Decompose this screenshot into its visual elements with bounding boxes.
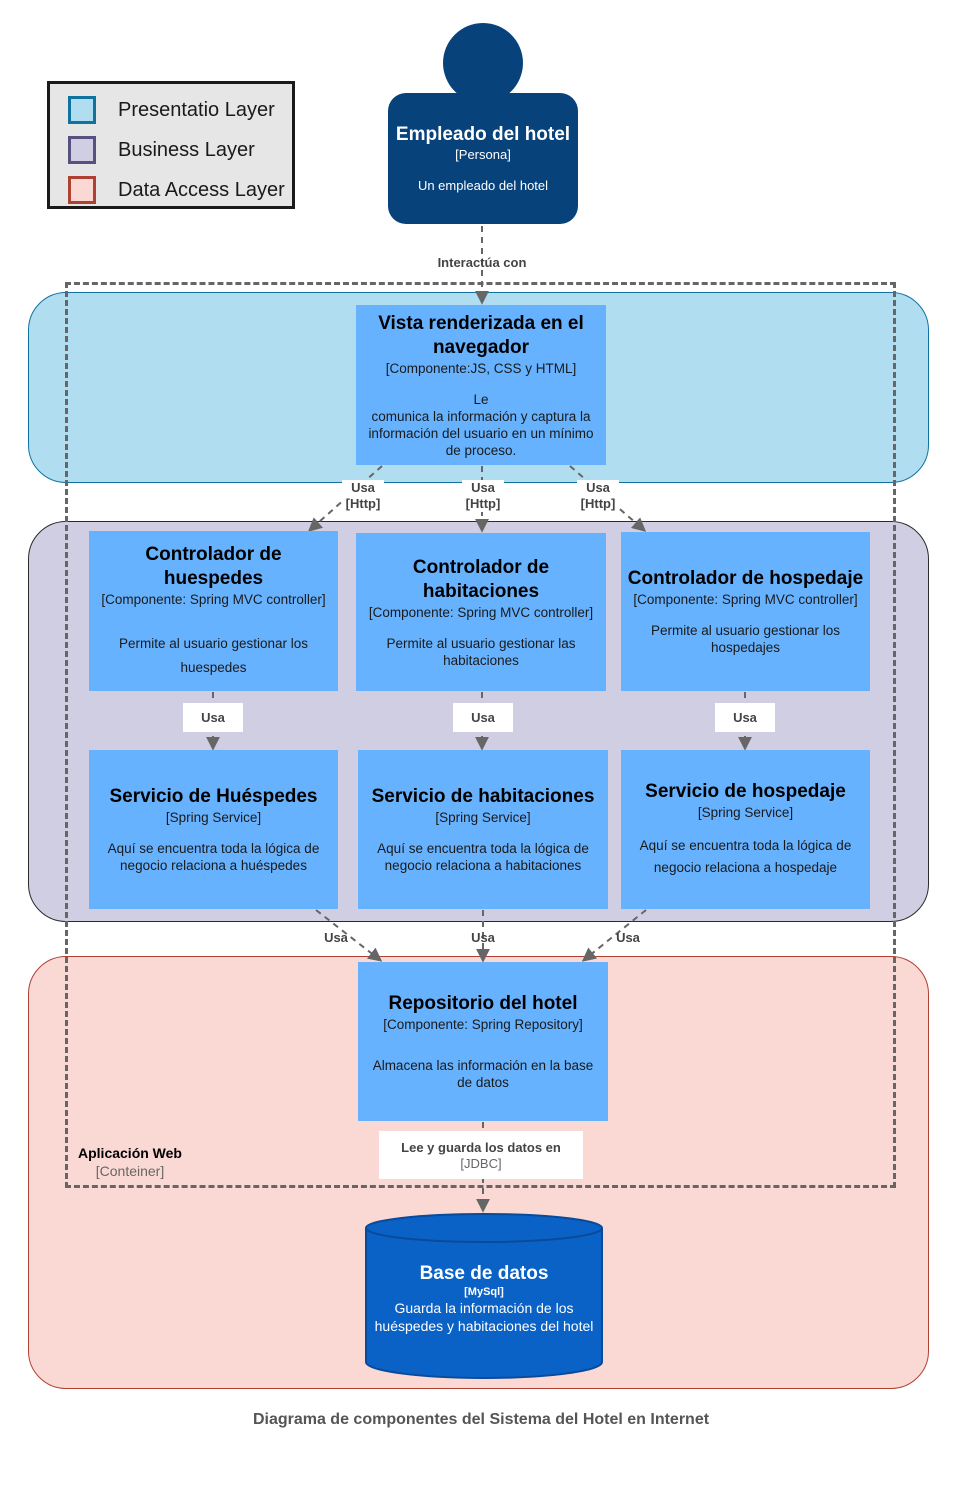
legend-swatch [68, 136, 96, 164]
legend: Presentatio Layer Business Layer Data Ac… [47, 81, 295, 209]
edge-label-jdbc-title: Lee y guarda los datos en [401, 1140, 561, 1155]
edge-label-usa: Usa [715, 703, 775, 732]
edge-label-interact: Interactúa con [437, 255, 527, 270]
view-description-line1: Le [473, 391, 489, 407]
edge-label-jdbc-tech: [JDBC] [460, 1156, 502, 1171]
edge-service-repo-3 [581, 909, 647, 962]
edge-service-repo-1 [315, 909, 383, 962]
edge-label-http: [Http] [345, 496, 381, 511]
service-tech: [Spring Service] [697, 805, 794, 820]
container-label: Aplicación Web [Conteiner] [70, 1144, 190, 1180]
legend-swatch [68, 176, 96, 204]
controller-tech: [Componente: Spring MVC controller] [368, 604, 594, 620]
repository-description: Almacena las información en la base de d… [372, 1058, 594, 1090]
container-boundary [65, 282, 896, 1188]
repository-tech: [Componente: Spring Repository] [383, 1017, 583, 1032]
controller-title: Controlador de huespedes [145, 543, 282, 589]
controller-description: Permite al usuario gestionar las habitac… [386, 635, 576, 668]
edge-label-usa: Usa [471, 930, 495, 945]
service-title: Servicio de habitaciones [371, 786, 595, 807]
service-habitaciones[interactable]: Servicio de habitaciones [Spring Service… [358, 750, 608, 909]
legend-label: Presentatio Layer [118, 98, 275, 121]
legend-label: Business Layer [118, 138, 255, 161]
diagram-caption: Diagrama de componentes del Sistema del … [252, 1411, 710, 1428]
controller-description: Permite al usuario gestionar los hospeda… [650, 623, 841, 655]
legend-item-presentation: Presentatio Layer [68, 94, 275, 126]
view-description-line2: comunica la información y captura la inf… [368, 408, 594, 458]
legend-swatch [68, 96, 96, 124]
controller-title: Controlador de hospedaje [627, 568, 864, 589]
controller-tech: [Componente: Spring MVC controller] [101, 591, 326, 607]
view-component[interactable]: Vista renderizada en el navegador [Compo… [356, 305, 606, 465]
repository-title: Repositorio del hotel [388, 993, 578, 1014]
edge-label-usa: Usa [616, 930, 640, 945]
controller-description: Permite al usuario gestionar los huesped… [118, 635, 309, 675]
edge-label-usa: Usa [324, 930, 348, 945]
controller-title: Controlador de habitaciones [412, 556, 550, 602]
service-huespedes[interactable]: Servicio de Huéspedes [Spring Service] A… [89, 750, 338, 909]
edge-label-http: [Http] [465, 496, 501, 511]
database-description: Guarda la información de los huéspedes y… [374, 1300, 594, 1334]
controller-habitaciones[interactable]: Controlador de habitaciones [Componente:… [356, 533, 606, 691]
service-description: Aquí se encuentra toda la lógica de nego… [639, 838, 852, 875]
view-title: Vista renderizada en el navegador [378, 312, 584, 358]
edge-label-usa: Usa [351, 480, 375, 495]
person-title: Empleado del hotel [395, 124, 571, 145]
service-title: Servicio de hospedaje [645, 781, 846, 802]
person-node[interactable]: Empleado del hotel [Persona] Un empleado… [388, 93, 578, 224]
service-description: Aquí se encuentra toda la lógica de nego… [377, 841, 589, 873]
container-type: [Conteiner] [95, 1163, 165, 1179]
controller-huespedes[interactable]: Controlador de huespedes [Componente: Sp… [89, 531, 338, 691]
edge-label-http: [Http] [580, 496, 616, 511]
database-tech: [MySql] [464, 1286, 504, 1298]
edge-label-usa-http-3: Usa [Http] [577, 480, 619, 512]
edge-label-usa: Usa [183, 703, 243, 732]
legend-item-data-access: Data Access Layer [68, 174, 285, 206]
controller-tech: [Componente: Spring MVC controller] [633, 592, 858, 607]
edge-label-jdbc: Lee y guarda los datos en [JDBC] [379, 1131, 583, 1179]
edge-label-usa-http-2: Usa [Http] [462, 480, 504, 512]
edge-label-usa: Usa [471, 480, 495, 495]
service-description: Aquí se encuentra toda la lógica de nego… [107, 841, 320, 873]
legend-label: Data Access Layer [118, 178, 285, 201]
person-description: Un empleado del hotel [417, 178, 549, 193]
container-title: Aplicación Web [78, 1145, 182, 1161]
service-title: Servicio de Huéspedes [109, 786, 318, 807]
database-node[interactable]: Base de datos [MySql] Guarda la informac… [366, 1262, 602, 1335]
database-title: Base de datos [419, 1263, 549, 1284]
database-cylinder-icon [365, 1213, 603, 1379]
controller-hospedaje[interactable]: Controlador de hospedaje [Componente: Sp… [621, 532, 870, 691]
service-tech: [Spring Service] [435, 810, 531, 825]
edge-label-usa-http-1: Usa [Http] [342, 480, 384, 512]
edge-label-usa: Usa [453, 703, 513, 732]
edge-label-usa: Usa [586, 480, 610, 495]
view-tech: [Componente:JS, CSS y HTML] [385, 360, 577, 376]
service-tech: [Spring Service] [165, 810, 262, 825]
legend-item-business: Business Layer [68, 134, 255, 166]
person-type: [Persona] [455, 147, 511, 162]
service-hospedaje[interactable]: Servicio de hospedaje [Spring Service] A… [621, 750, 870, 909]
person-head-icon [443, 23, 523, 103]
repository-component[interactable]: Repositorio del hotel [Componente: Sprin… [358, 962, 608, 1121]
